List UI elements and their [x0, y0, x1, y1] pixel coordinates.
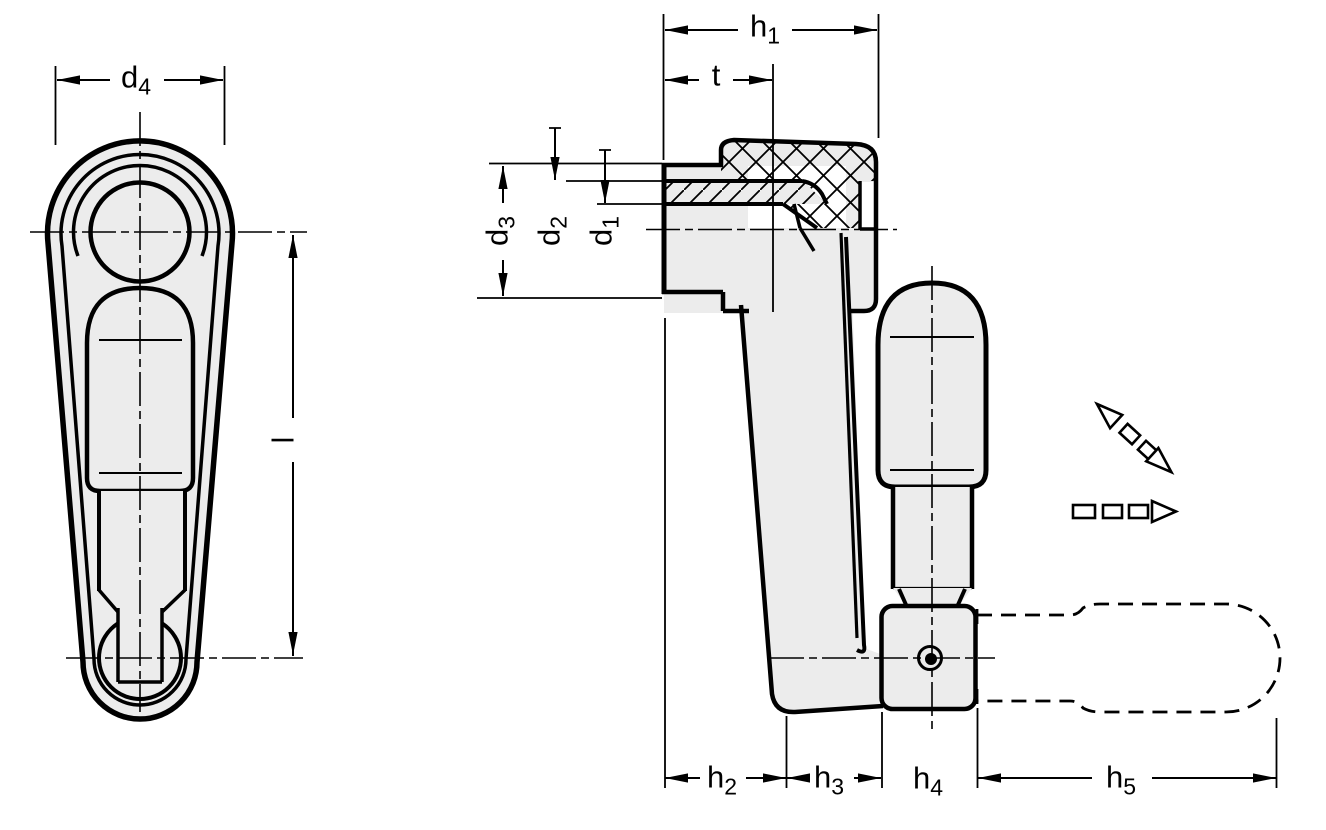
fold-direction-arrow-diagonal: [1094, 401, 1175, 475]
dim-label-d3: d3: [480, 212, 520, 250]
dim-label-h4: h4: [909, 762, 947, 800]
cap-outline: [718, 137, 879, 314]
hub-edges: [662, 162, 749, 314]
dim-label-d2: d2: [532, 212, 572, 250]
dim-label-t: t: [708, 59, 724, 97]
arm-right-edge: [844, 236, 867, 654]
pivot-pin-dot: [925, 653, 937, 665]
swing-direction-arrow-horizontal: [1071, 499, 1180, 524]
handle-folded-phantom: [977, 602, 1282, 714]
dimension-arrows: [57, 25, 1276, 783]
dim-label-h2: h2: [703, 761, 741, 799]
cap-slot-gap: [860, 182, 875, 229]
shaft-front-edges: [97, 491, 187, 591]
bushing-band-hatch: [666, 181, 826, 204]
dim-label-h5: h5: [1102, 761, 1140, 799]
dim-label-d1: d1: [584, 212, 624, 250]
arm-edge-inner: [839, 232, 859, 639]
extension-lines: [54, 14, 1278, 788]
dim-leader-d2-d1: [554, 128, 606, 203]
knob-inner-contour: [59, 152, 221, 707]
dimensions: [54, 14, 1278, 788]
dimension-lines: [57, 29, 1276, 779]
shaft-front: [99, 491, 185, 591]
band-bottom-line: [666, 202, 819, 230]
side-view: [646, 137, 1282, 730]
shaft-slot-edges: [116, 608, 164, 684]
arm-left-bottom-edge: [738, 304, 884, 715]
front-view: [30, 112, 307, 722]
dim-label-l: l: [266, 433, 305, 447]
dim-label-h1: h1: [746, 10, 784, 48]
dim-label-h3: h3: [810, 761, 848, 799]
shaft-taper-edges: [97, 588, 187, 614]
handle-shaft-edges: [890, 487, 975, 589]
bore-end-edge: [792, 203, 816, 252]
band-top-line: [666, 179, 829, 205]
dim-label-d4: d4: [117, 61, 155, 99]
